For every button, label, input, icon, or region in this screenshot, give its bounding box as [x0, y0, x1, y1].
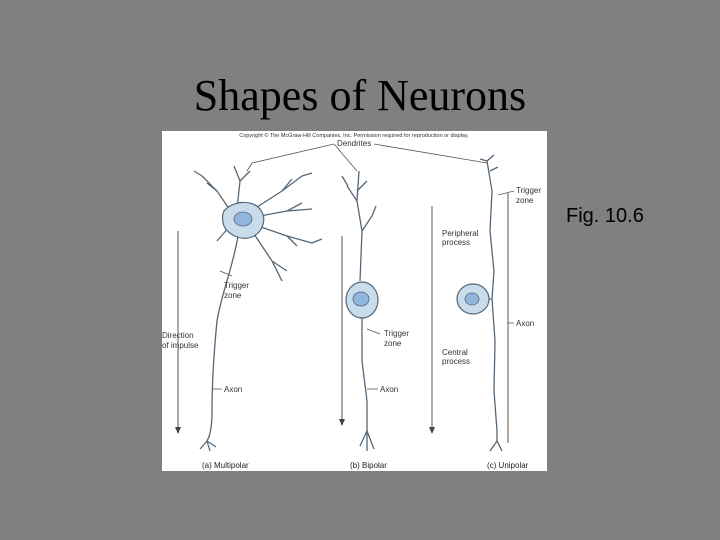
- peripheral-process-label: Peripheral: [442, 229, 479, 238]
- direction-label-2: of impulse: [162, 341, 199, 350]
- copyright-text: Copyright © The McGraw-Hill Companies, I…: [239, 132, 469, 139]
- peripheral-process-label-2: process: [442, 238, 470, 247]
- bipolar-trigger-label-2: zone: [384, 339, 402, 348]
- bipolar-arrowhead: [339, 419, 345, 426]
- unipolar-trigger-label: Trigger: [516, 186, 541, 195]
- unipolar-axon-label: Axon: [516, 319, 534, 328]
- multipolar-neuron: [193, 165, 323, 452]
- unipolar-trigger-pointer: [497, 190, 515, 196]
- unipolar-trigger-label-2: zone: [516, 196, 534, 205]
- multipolar-axon-label: Axon: [224, 385, 242, 394]
- figure-caption: Fig. 10.6: [566, 205, 644, 227]
- caption-multipolar: (a) Multipolar: [202, 461, 249, 470]
- slide-title: Shapes of Neurons: [193, 71, 527, 120]
- neuron-figure: Copyright © The McGraw-Hill Companies, I…: [162, 131, 547, 471]
- multipolar-trigger-label-2: zone: [224, 291, 242, 300]
- bipolar-nucleus: [352, 291, 370, 307]
- unipolar-arrowhead: [429, 427, 435, 434]
- direction-label: Direction: [162, 331, 194, 340]
- dendrites-label: Dendrites: [337, 139, 371, 148]
- neuron-diagram: Copyright © The McGraw-Hill Companies, I…: [162, 132, 541, 470]
- central-process-label: Central: [442, 348, 468, 357]
- central-process-label-2: process: [442, 357, 470, 366]
- multipolar-trigger-label: Trigger: [224, 281, 249, 290]
- bipolar-neuron: [341, 170, 377, 451]
- multipolar-nucleus: [233, 211, 253, 227]
- caption-bipolar: (b) Bipolar: [350, 461, 387, 470]
- multipolar-trigger-pointer: [219, 270, 233, 277]
- dendrites-pointer-lines: [246, 143, 488, 172]
- unipolar-nucleus: [464, 292, 480, 306]
- bipolar-trigger-pointer: [366, 328, 381, 335]
- bipolar-trigger-label: Trigger: [384, 329, 409, 338]
- bipolar-axon-label: Axon: [380, 385, 398, 394]
- caption-unipolar: (c) Unipolar: [487, 461, 529, 470]
- direction-arrowhead: [175, 427, 181, 434]
